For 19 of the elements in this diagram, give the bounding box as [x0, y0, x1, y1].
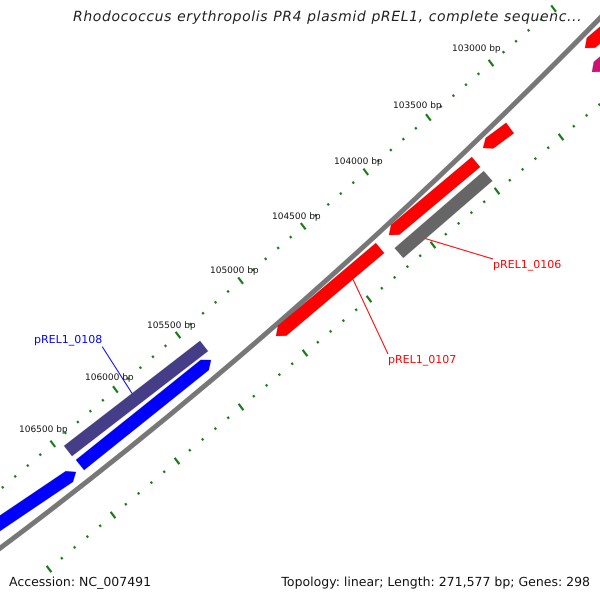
scale-label: 105000 bp [210, 266, 259, 276]
gene-label: pREL1_0108 [34, 334, 102, 347]
gene-arrow [394, 170, 493, 259]
scale-label: 105500 bp [147, 321, 196, 332]
scale-label: 106500 bp [19, 425, 68, 436]
genome-info-text: Topology: linear; Length: 271,577 bp; Genes: 298 [281, 575, 590, 590]
accession-text: Accession: NC_007491 [9, 575, 152, 590]
gene-label: pREL1_0107 [388, 354, 456, 367]
gene-arrow [275, 242, 385, 337]
scale-label: 106000 bp [85, 373, 134, 384]
gene-label: pREL1_0106 [493, 259, 562, 272]
scale-label: 103000 bp [452, 44, 501, 54]
scale-label: 103500 bp [393, 101, 442, 112]
scale-label: 104000 bp [334, 157, 383, 168]
leader-line [352, 278, 388, 354]
leader-line [102, 346, 133, 394]
plot-title: Rhodococcus erythropolis PR4 plasmid pREL1, complete sequenc... [73, 9, 582, 26]
scale-label: 104500 bp [272, 212, 321, 222]
leader-line [425, 238, 494, 260]
